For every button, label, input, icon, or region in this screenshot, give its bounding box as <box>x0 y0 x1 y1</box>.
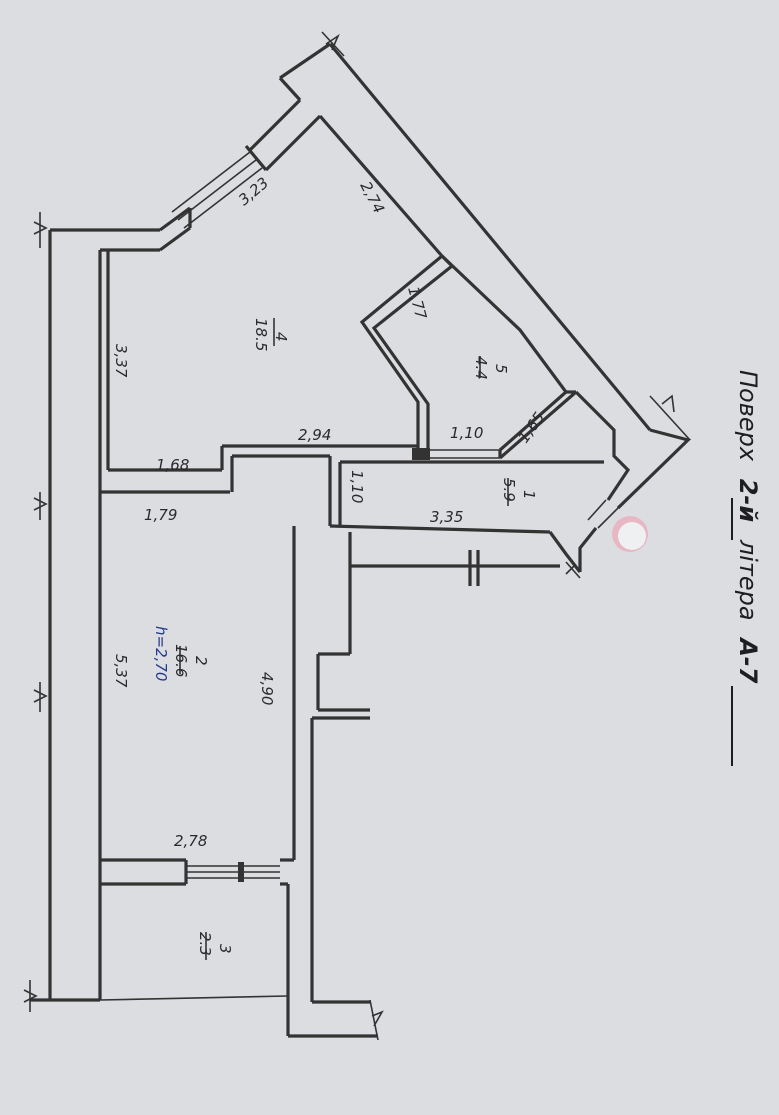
dim-3-35: 3,35 <box>430 508 463 526</box>
room-1-number: 1 <box>520 490 538 500</box>
dim-3-37: 3,37 <box>112 344 130 378</box>
marker-dot-center <box>618 522 646 550</box>
room-4-walls <box>100 31 652 494</box>
sheet-title: Поверх 2-й літера А-7 <box>731 370 762 766</box>
title-floor: 2-й <box>734 479 762 523</box>
room-2-walls <box>100 526 384 1041</box>
dim-2-78: 2,78 <box>174 832 207 850</box>
dim-1-10-top: 1,10 <box>450 424 483 442</box>
dim-1-79: 1,79 <box>144 506 177 524</box>
room-2-number: 2 <box>192 656 210 666</box>
room-1-walls <box>220 390 692 579</box>
dim-5-37: 5,37 <box>112 654 130 688</box>
adjacent-structure <box>310 532 560 1004</box>
room-5-number: 5 <box>492 364 510 374</box>
title-middle: літера <box>734 539 762 621</box>
room-4-number: 4 <box>272 332 290 342</box>
dim-1-10-side: 1,10 <box>348 470 366 503</box>
room-5-walls <box>359 254 569 452</box>
room-2-height: h=2,70 <box>152 626 170 681</box>
room-3-area: 2.3 <box>196 932 214 956</box>
room-3-number: 3 <box>216 944 234 954</box>
outer-west-wall <box>23 212 289 1012</box>
dim-4-90: 4,90 <box>258 672 276 705</box>
svg-text:Поверх 2-й літера: Поверх 2-й літера А-7 <box>734 370 762 684</box>
room-4-area: 18.5 <box>252 318 270 351</box>
room-2-area: 16.6 <box>172 644 190 677</box>
room-1-area: 5.9 <box>500 478 518 502</box>
dim-2-94: 2,94 <box>298 426 331 444</box>
title-letter: А-7 <box>734 636 762 684</box>
title-prefix: Поверх <box>734 370 762 462</box>
dim-1-68: 1,68 <box>156 456 189 474</box>
room-5-area: 4.4 <box>472 356 490 380</box>
